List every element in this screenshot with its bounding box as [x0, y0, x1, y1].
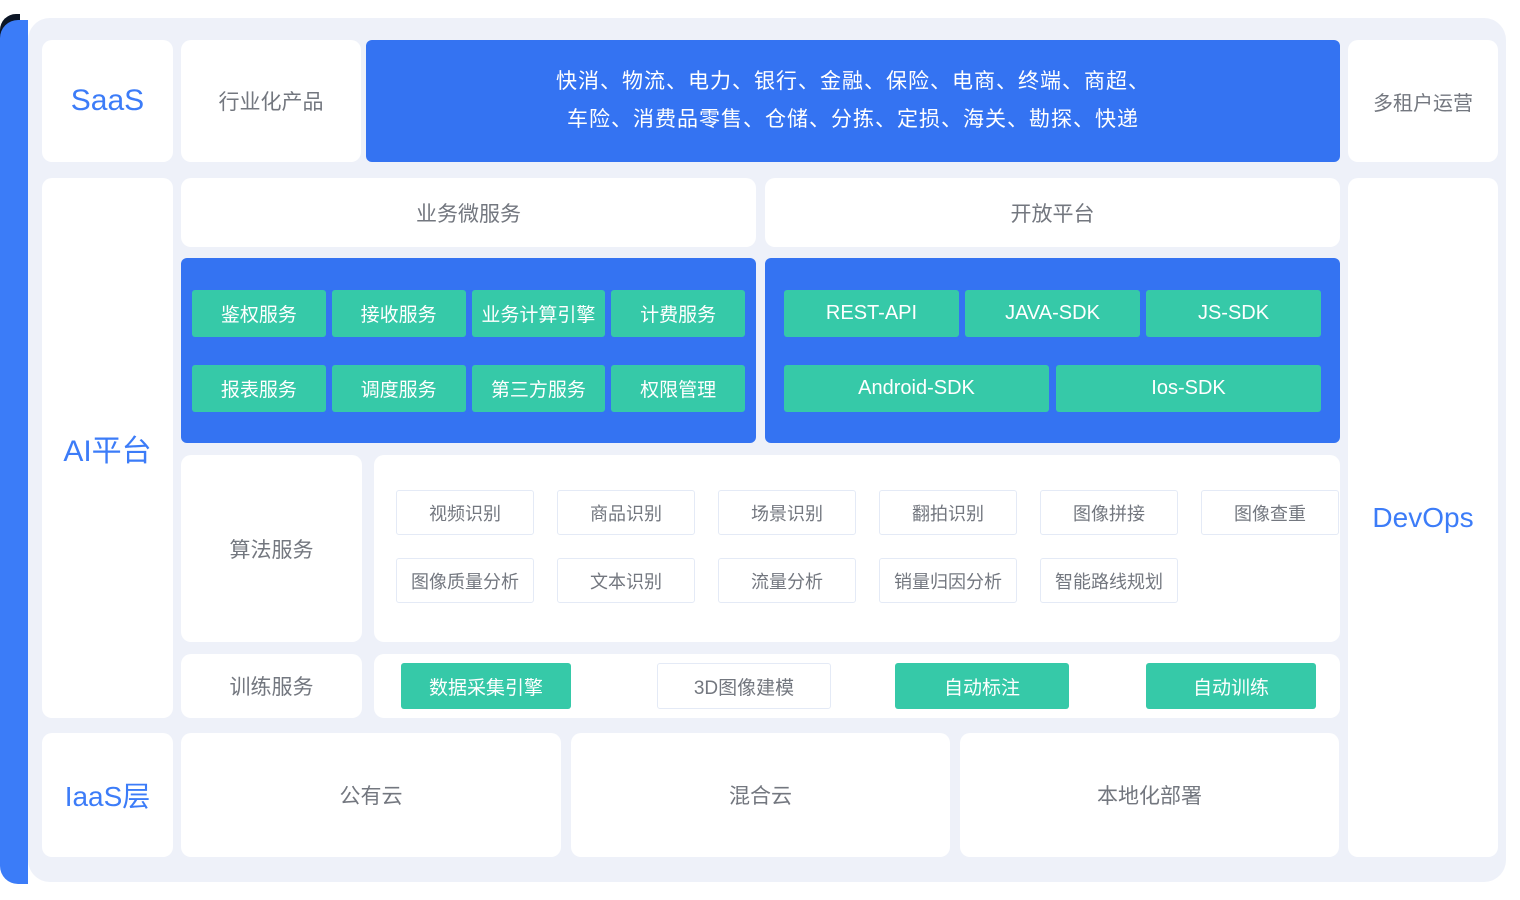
ai-platform-label-box: AI平台	[42, 178, 173, 718]
industries-line2: 车险、消费品零售、仓储、分拣、定损、海关、勘探、快递	[567, 108, 1139, 131]
train-chip: 自动标注	[895, 663, 1069, 709]
industry-product-label: 行业化产品	[218, 91, 324, 114]
public-cloud-box: 公有云	[181, 733, 561, 857]
algo-service-label: 算法服务	[229, 538, 314, 562]
saas-layer-label: SaaS	[70, 84, 145, 117]
algo-chip: 场景识别	[718, 490, 856, 535]
microservice-container: 鉴权服务 接收服务 业务计算引擎 计费服务 报表服务 调度服务 第三方服务 权限…	[181, 258, 756, 443]
microservice-header-box: 业务微服务	[181, 178, 756, 247]
devops-column: DevOps	[1348, 178, 1498, 857]
algo-chip: 商品识别	[557, 490, 695, 535]
algo-row-1: 视频识别 商品识别 场景识别 翻拍识别 图像拼接 图像查重	[396, 490, 1339, 535]
train-chip: 数据采集引擎	[401, 663, 571, 709]
sdk-row-1: REST-API JAVA-SDK JS-SDK	[784, 290, 1321, 337]
industries-line1: 快消、物流、电力、银行、金融、保险、电商、终端、商超、	[556, 70, 1150, 93]
open-platform-header: 开放平台	[1010, 202, 1095, 226]
local-deploy-label: 本地化部署	[1097, 785, 1202, 808]
industries-banner: 快消、物流、电力、银行、金融、保险、电商、终端、商超、 车险、消费品零售、仓储、…	[366, 40, 1340, 162]
sdk-chip: JAVA-SDK	[965, 290, 1140, 337]
iaas-layer-label-box: IaaS层	[42, 733, 173, 857]
microservice-row-2: 报表服务 调度服务 第三方服务 权限管理	[192, 365, 745, 412]
service-chip: 调度服务	[331, 365, 466, 412]
service-chip: 业务计算引擎	[471, 290, 606, 337]
service-chip: 接收服务	[331, 290, 466, 337]
ai-platform-label: AI平台	[63, 435, 152, 468]
left-blue-accent	[0, 20, 28, 884]
train-chip: 自动训练	[1146, 663, 1316, 709]
sdk-chip: Ios-SDK	[1056, 365, 1321, 412]
service-chip: 计费服务	[611, 290, 745, 337]
microservice-header: 业务微服务	[416, 202, 521, 226]
local-deploy-box: 本地化部署	[960, 733, 1339, 857]
algo-chip: 图像查重	[1201, 490, 1339, 535]
sdk-row-2: Android-SDK Ios-SDK	[784, 365, 1321, 412]
train-chip: 3D图像建模	[657, 663, 831, 709]
algo-chip: 文本识别	[557, 558, 695, 603]
algo-row-2: 图像质量分析 文本识别 流量分析 销量归因分析 智能路线规划	[396, 558, 1178, 603]
hybrid-cloud-box: 混合云	[571, 733, 950, 857]
train-service-label-box: 训练服务	[181, 654, 362, 718]
hybrid-cloud-label: 混合云	[729, 785, 792, 808]
service-chip: 报表服务	[192, 365, 326, 412]
algo-chip: 流量分析	[718, 558, 856, 603]
algo-service-label-box: 算法服务	[181, 455, 362, 642]
industry-product-box: 行业化产品	[181, 40, 361, 162]
algo-chip: 图像拼接	[1040, 490, 1178, 535]
public-cloud-label: 公有云	[339, 785, 403, 808]
algo-chip: 销量归因分析	[879, 558, 1017, 603]
algo-chip: 智能路线规划	[1040, 558, 1178, 603]
service-chip: 第三方服务	[471, 365, 606, 412]
microservice-row-1: 鉴权服务 接收服务 业务计算引擎 计费服务	[192, 290, 745, 337]
service-chip: 权限管理	[611, 365, 745, 412]
sdk-chip: JS-SDK	[1146, 290, 1321, 337]
iaas-layer-label: IaaS层	[64, 781, 151, 812]
multi-tenant-box: 多租户运营	[1348, 40, 1498, 162]
algo-service-container: 视频识别 商品识别 场景识别 翻拍识别 图像拼接 图像查重 图像质量分析 文本识…	[374, 455, 1340, 642]
sdk-chip: REST-API	[784, 290, 959, 337]
open-platform-header-box: 开放平台	[765, 178, 1340, 247]
saas-layer-label-box: SaaS	[42, 40, 173, 162]
sdk-chip: Android-SDK	[784, 365, 1049, 412]
train-service-container: 数据采集引擎 3D图像建模 自动标注 自动训练	[374, 654, 1340, 718]
algo-chip: 翻拍识别	[879, 490, 1017, 535]
train-service-label: 训练服务	[229, 676, 314, 699]
algo-chip: 视频识别	[396, 490, 534, 535]
devops-label: DevOps	[1372, 501, 1474, 533]
algo-chip: 图像质量分析	[396, 558, 534, 603]
open-platform-container: REST-API JAVA-SDK JS-SDK Android-SDK Ios…	[765, 258, 1340, 443]
service-chip: 鉴权服务	[192, 290, 326, 337]
multi-tenant-label: 多租户运营	[1373, 92, 1473, 115]
